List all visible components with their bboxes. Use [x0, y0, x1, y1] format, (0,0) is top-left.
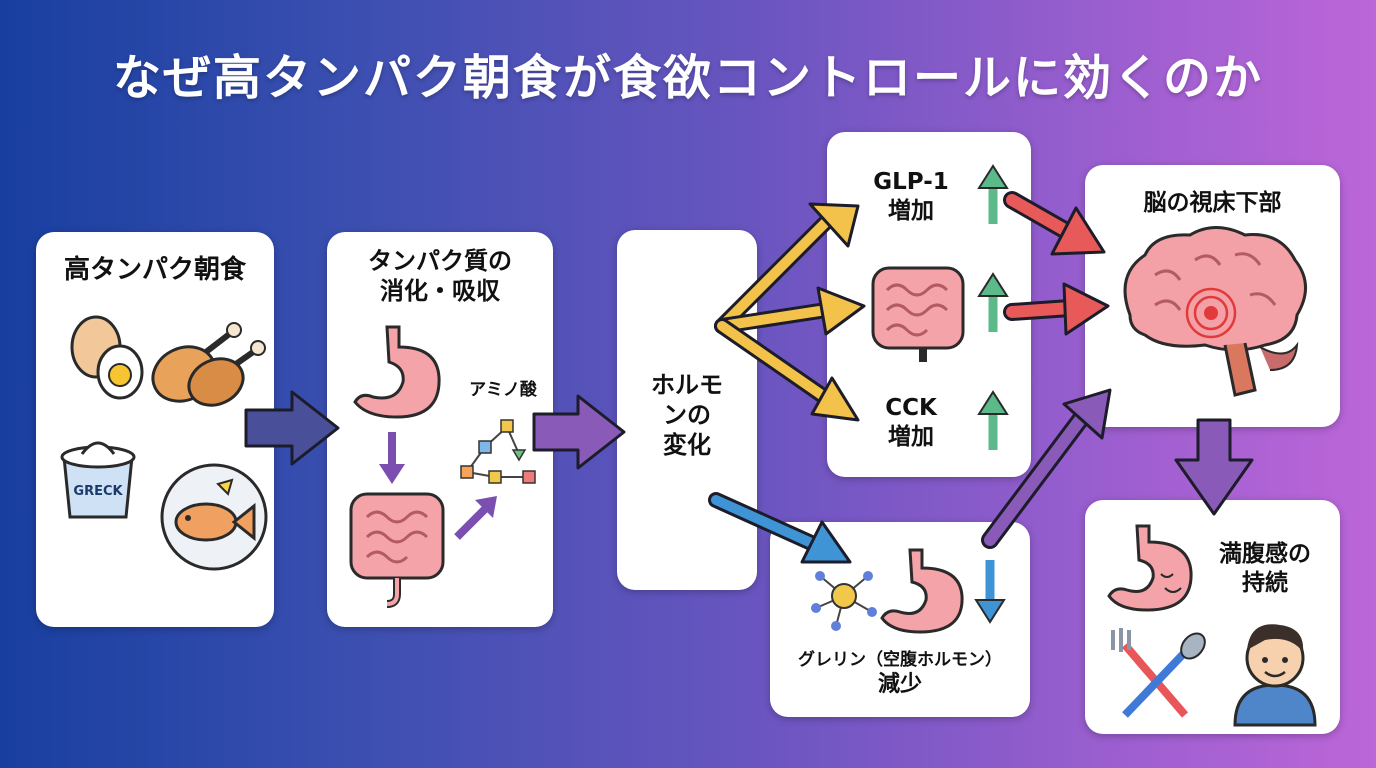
breakfast-box: 高タンパク朝食 GRECK	[36, 232, 274, 627]
digestion-label: タンパク質の 消化・吸収	[327, 246, 553, 306]
arrow-hormone-to-glp1	[714, 202, 860, 334]
down-arrow-icon	[379, 432, 405, 484]
breakfast-label: 高タンパク朝食	[63, 255, 246, 285]
digestion-icons	[349, 325, 536, 608]
arrow-intestine-to-brain	[1003, 282, 1110, 336]
hormone-line3: 変化	[663, 431, 711, 459]
hormone-line2: ンの	[663, 401, 711, 429]
breakfast-food-icons: GRECK	[60, 315, 268, 571]
digestion-label-line1: タンパク質の	[368, 247, 512, 275]
brain-label: 脳の視床下部	[1143, 190, 1282, 216]
arrow-brain-to-satiety	[1174, 418, 1254, 516]
smiling-person-icon	[1233, 624, 1317, 727]
ghrelin-line2: 減少	[877, 672, 922, 698]
ghrelin-molecule-icon	[811, 571, 877, 631]
stomach-icon	[880, 548, 964, 634]
stomach-icon	[353, 325, 441, 419]
ghrelin-icons	[811, 548, 1006, 634]
intestine-icon	[349, 492, 445, 608]
up-arrow-icon	[977, 390, 1009, 450]
arrow-digestion-to-hormone	[532, 394, 626, 470]
happy-stomach-icon	[1107, 524, 1193, 612]
arrow-glp1-to-brain	[1003, 191, 1106, 256]
brain-icons	[1123, 226, 1307, 397]
arrow-hormone-to-cck	[714, 318, 860, 422]
satiety-line1: 満腹感の	[1219, 541, 1311, 567]
glp1-line2: 増加	[888, 197, 934, 224]
page-title: なぜ高タンパク朝食が食欲コントロールに効くのか	[112, 50, 1263, 106]
chicken-icon	[151, 322, 266, 407]
fork-spoon-icon	[1111, 628, 1206, 718]
up-arrow-icon	[977, 164, 1009, 224]
arrow-hormone-to-intestine	[714, 286, 866, 336]
amino-acid-chain-icon	[460, 419, 536, 484]
arrow-breakfast-to-digestion	[244, 390, 340, 466]
ghrelin-label: グレリン（空腹ホルモン） 減少	[770, 650, 1030, 699]
down-arrow-icon	[974, 560, 1006, 624]
digestion-label-line2: 消化・吸収	[380, 277, 500, 305]
ghrelin-line1: グレリン（空腹ホルモン）	[798, 650, 1002, 670]
satiety-label: 満腹感の 持続	[1195, 540, 1335, 598]
egg-icon	[70, 315, 144, 400]
fish-plate-icon	[160, 463, 268, 571]
amino-acid-label: アミノ酸	[469, 380, 537, 400]
yogurt-text: GRECK	[73, 484, 123, 499]
intestine-icon	[871, 266, 965, 362]
hormone-change-label: ホルモ ンの 変化	[617, 370, 757, 460]
cck-line2: 増加	[888, 423, 934, 450]
hormone-change-box: ホルモ ンの 変化	[617, 230, 757, 590]
cck-label: CCK 増加	[851, 394, 971, 452]
glp1-cck-icons	[871, 164, 1009, 450]
satiety-line2: 持続	[1242, 569, 1288, 596]
arrow-hormone-to-ghrelin	[708, 492, 852, 564]
digestion-box: タンパク質の 消化・吸収 アミノ酸	[327, 232, 553, 627]
brain-box: 脳の視床下部	[1085, 165, 1340, 427]
brain-icon	[1123, 226, 1307, 397]
glp1-label: GLP-1 増加	[851, 168, 971, 226]
satiety-icons	[1107, 524, 1317, 727]
cck-line1: CCK	[885, 395, 937, 421]
hormone-line1: ホルモ	[651, 371, 723, 399]
satiety-box: 満腹感の 持続	[1085, 500, 1340, 734]
glp1-line1: GLP-1	[873, 169, 949, 195]
up-arrow-icon	[977, 272, 1009, 332]
yogurt-icon: GRECK	[60, 441, 136, 519]
up-right-arrow-icon	[454, 496, 497, 540]
arrow-ghrelin-to-brain	[981, 388, 1112, 549]
